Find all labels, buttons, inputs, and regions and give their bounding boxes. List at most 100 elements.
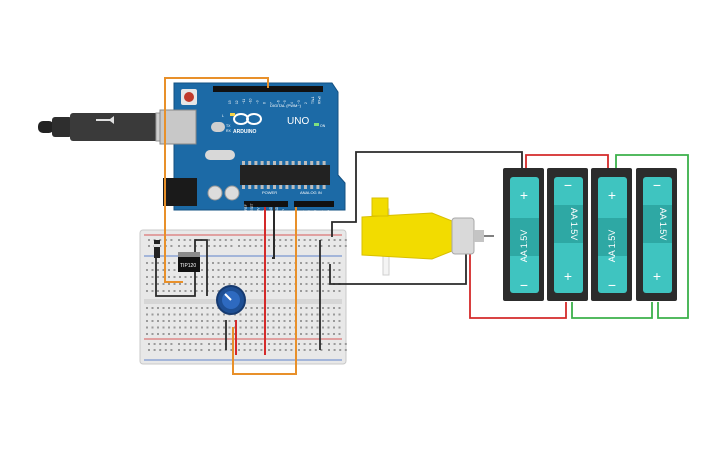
- breadboard-hole[interactable]: [261, 269, 264, 271]
- breadboard-hole[interactable]: [159, 245, 162, 247]
- breadboard-hole[interactable]: [228, 262, 231, 264]
- breadboard-hole[interactable]: [305, 290, 308, 292]
- breadboard-hole[interactable]: [279, 239, 282, 241]
- breadboard-hole[interactable]: [344, 349, 347, 351]
- breadboard-hole[interactable]: [261, 276, 264, 278]
- breadboard-hole[interactable]: [195, 313, 198, 316]
- breadboard-hole[interactable]: [168, 262, 170, 264]
- breadboard-hole[interactable]: [217, 283, 220, 285]
- breadboard-hole[interactable]: [194, 343, 197, 345]
- breadboard-hole[interactable]: [327, 269, 330, 271]
- breadboard-hole[interactable]: [184, 313, 187, 316]
- breadboard-hole[interactable]: [344, 245, 347, 247]
- breadboard-hole[interactable]: [272, 276, 275, 278]
- breadboard-hole[interactable]: [201, 269, 203, 271]
- breadboard-hole[interactable]: [278, 262, 280, 264]
- breadboard-hole[interactable]: [234, 276, 236, 278]
- breadboard-hole[interactable]: [157, 269, 159, 271]
- breadboard-hole[interactable]: [289, 313, 291, 316]
- breadboard-hole[interactable]: [159, 349, 162, 351]
- breadboard-hole[interactable]: [157, 313, 159, 316]
- breadboard-hole[interactable]: [219, 239, 222, 241]
- breadboard-hole[interactable]: [267, 333, 269, 335]
- breadboard-hole[interactable]: [212, 283, 214, 285]
- breadboard-hole[interactable]: [300, 283, 302, 285]
- breadboard-hole[interactable]: [320, 349, 323, 351]
- breadboard-hole[interactable]: [272, 313, 275, 316]
- breadboard-hole[interactable]: [168, 290, 170, 292]
- breadboard-hole[interactable]: [309, 239, 312, 241]
- breadboard-hole[interactable]: [322, 290, 324, 292]
- breadboard-hole[interactable]: [327, 262, 330, 264]
- breadboard-hole[interactable]: [195, 290, 198, 292]
- breadboard-hole[interactable]: [311, 290, 313, 292]
- breadboard-hole[interactable]: [234, 283, 236, 285]
- breadboard-hole[interactable]: [157, 326, 159, 329]
- breadboard-hole[interactable]: [201, 326, 203, 329]
- breadboard-hole[interactable]: [146, 320, 148, 322]
- breadboard-hole[interactable]: [290, 245, 293, 247]
- breadboard-hole[interactable]: [256, 283, 258, 285]
- breadboard-hole[interactable]: [146, 313, 148, 316]
- breadboard-hole[interactable]: [200, 343, 203, 345]
- breadboard-hole[interactable]: [328, 349, 330, 351]
- breadboard-hole[interactable]: [338, 313, 341, 316]
- breadboard-hole[interactable]: [162, 283, 165, 285]
- breadboard-hole[interactable]: [260, 245, 263, 247]
- breadboard-hole[interactable]: [206, 326, 209, 329]
- breadboard-hole[interactable]: [195, 320, 198, 322]
- breadboard-hole[interactable]: [173, 307, 176, 309]
- breadboard-hole[interactable]: [309, 349, 312, 351]
- breadboard-hole[interactable]: [245, 307, 247, 309]
- breadboard-hole[interactable]: [173, 333, 176, 335]
- breadboard-hole[interactable]: [239, 333, 242, 335]
- breadboard-hole[interactable]: [173, 290, 176, 292]
- battery-4[interactable]: − + AA 1.5V: [636, 168, 677, 301]
- breadboard-hole[interactable]: [173, 320, 176, 322]
- breadboard-hole[interactable]: [230, 343, 233, 345]
- breadboard-hole[interactable]: [339, 239, 342, 241]
- breadboard-hole[interactable]: [184, 290, 187, 292]
- breadboard-hole[interactable]: [328, 239, 330, 241]
- breadboard-hole[interactable]: [327, 283, 330, 285]
- breadboard-hole[interactable]: [300, 320, 302, 322]
- breadboard-hole[interactable]: [305, 276, 308, 278]
- breadboard-hole[interactable]: [300, 326, 302, 329]
- breadboard-hole[interactable]: [289, 283, 291, 285]
- breadboard-hole[interactable]: [153, 349, 156, 351]
- breadboard-hole[interactable]: [245, 283, 247, 285]
- wire-black-motor[interactable]: [329, 253, 467, 285]
- breadboard-hole[interactable]: [217, 333, 220, 335]
- breadboard-hole[interactable]: [217, 313, 220, 316]
- breadboard-hole[interactable]: [219, 343, 222, 345]
- breadboard-hole[interactable]: [179, 307, 181, 309]
- breadboard-hole[interactable]: [305, 333, 308, 335]
- breadboard-hole[interactable]: [256, 290, 258, 292]
- breadboard-hole[interactable]: [146, 276, 148, 278]
- breadboard-hole[interactable]: [283, 269, 286, 271]
- breadboard-hole[interactable]: [223, 320, 225, 322]
- breadboard-hole[interactable]: [279, 343, 282, 345]
- wires[interactable]: [155, 77, 689, 375]
- breadboard-hole[interactable]: [320, 343, 323, 345]
- breadboard-hole[interactable]: [217, 326, 220, 329]
- breadboard-hole[interactable]: [333, 245, 336, 247]
- breadboard-hole[interactable]: [309, 245, 312, 247]
- breadboard-hole[interactable]: [243, 343, 246, 345]
- breadboard-hole[interactable]: [278, 307, 280, 309]
- breadboard-hole[interactable]: [283, 290, 286, 292]
- breadboard-hole[interactable]: [267, 283, 269, 285]
- breadboard-hole[interactable]: [298, 349, 300, 351]
- breadboard-hole[interactable]: [228, 333, 231, 335]
- breadboard-hole[interactable]: [201, 320, 203, 322]
- breadboard-hole[interactable]: [300, 307, 302, 309]
- breadboard-hole[interactable]: [200, 349, 203, 351]
- breadboard-hole[interactable]: [157, 320, 159, 322]
- breadboard-hole[interactable]: [234, 313, 236, 316]
- breadboard-hole[interactable]: [256, 326, 258, 329]
- breadboard-hole[interactable]: [195, 333, 198, 335]
- breadboard-hole[interactable]: [311, 276, 313, 278]
- breadboard-hole[interactable]: [194, 349, 197, 351]
- breadboard-hole[interactable]: [162, 313, 165, 316]
- breadboard-hole[interactable]: [239, 283, 242, 285]
